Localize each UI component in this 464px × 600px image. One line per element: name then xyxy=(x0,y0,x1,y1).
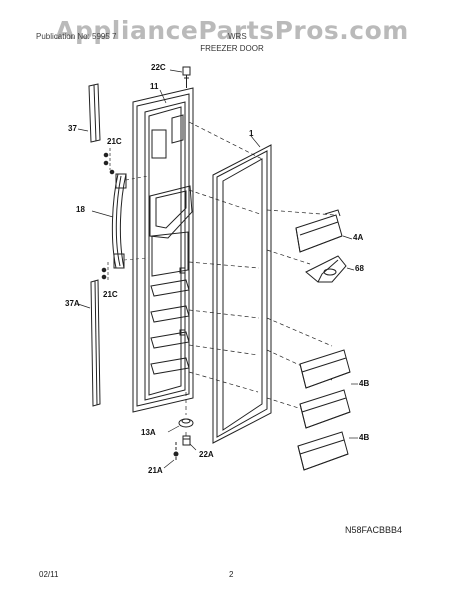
door-bin-4b-upper xyxy=(299,349,351,429)
model-label: WRS xyxy=(228,32,247,41)
callout-37a: 37A xyxy=(65,299,80,308)
callout-4b-top: 4B xyxy=(359,379,370,388)
callout-21c-top: 21C xyxy=(107,137,122,146)
watermark-text: AppliancePartsPros.com xyxy=(55,16,409,45)
door-bin-4b-lower xyxy=(297,431,349,471)
cover-68 xyxy=(305,255,347,283)
footer-page-number: 2 xyxy=(229,570,234,579)
screws-21c-top xyxy=(103,148,115,175)
callout-4a: 4A xyxy=(353,233,364,242)
callout-22c: 22C xyxy=(151,63,166,72)
screw-22c xyxy=(182,66,191,88)
publication-label: Publication No: 5995 7 xyxy=(36,32,117,41)
callout-13a: 13A xyxy=(141,428,156,437)
page-title: FREEZER DOOR xyxy=(200,44,264,53)
bushing-22a xyxy=(182,435,191,446)
door-panel-11 xyxy=(132,87,194,413)
callout-22a: 22A xyxy=(199,450,214,459)
door-bin-4a xyxy=(295,209,343,253)
callout-18: 18 xyxy=(76,205,85,214)
trim-strip-37 xyxy=(88,83,101,143)
pin-21a xyxy=(173,442,179,462)
callout-21a: 21A xyxy=(148,466,163,475)
callout-11: 11 xyxy=(150,82,159,91)
callout-1: 1 xyxy=(249,129,254,138)
callout-68: 68 xyxy=(355,264,364,273)
diagram-code: N58FACBBB4 xyxy=(345,525,403,535)
callout-4b-bottom: 4B xyxy=(359,433,370,442)
handle-18 xyxy=(111,173,127,269)
footer-date: 02/11 xyxy=(39,570,59,579)
hinge-13a xyxy=(178,418,194,428)
screws-21c-bottom xyxy=(101,262,109,282)
trim-strip-37a xyxy=(90,279,101,407)
door-liner-1 xyxy=(212,144,272,444)
callout-37: 37 xyxy=(68,124,77,133)
callout-21c-bottom: 21C xyxy=(103,290,118,299)
